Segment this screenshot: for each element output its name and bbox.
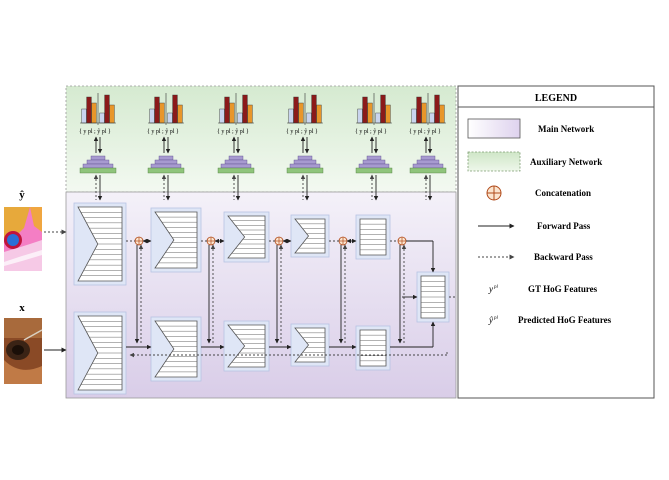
feature-map-block: [290, 323, 330, 367]
feature-map-block: [355, 214, 391, 260]
feature-map-block: [150, 316, 202, 382]
svg-text:pl: pl: [493, 285, 499, 290]
hog-histogram: { y pl ; ŷ pl }: [286, 93, 323, 135]
legend-label-gt-hog: GT HoG Features: [528, 284, 598, 294]
feature-map-block: [290, 214, 330, 258]
concatenation-icon: [486, 185, 502, 201]
auxiliary-head-pyramid: [79, 155, 117, 174]
feature-map-block: [223, 320, 270, 372]
hog-histogram: { y pl ; ŷ pl }: [217, 93, 254, 135]
legend-panel: LEGEND Main Network Auxiliary Network Co…: [457, 85, 655, 399]
legend-label-auxiliary-network: Auxiliary Network: [530, 157, 602, 167]
y-pl-symbol: y pl: [488, 284, 499, 294]
feature-map-block: [73, 202, 127, 286]
feature-map-block: [73, 311, 127, 395]
hog-label: { y pl ; ŷ pl }: [79, 129, 111, 135]
feature-map-block: [223, 211, 270, 263]
hog-label: { y pl ; ŷ pl }: [217, 129, 249, 135]
legend-label-backward-pass: Backward Pass: [534, 252, 593, 262]
segmentation-input-label: ŷ: [19, 189, 25, 201]
legend-label-concatenation: Concatenation: [535, 188, 591, 198]
hog-histogram: { y pl ; ŷ pl }: [355, 93, 392, 135]
concatenation-icon: [134, 236, 144, 246]
hog-histogram: { y pl ; ŷ pl }: [147, 93, 184, 135]
concatenation-icon: [397, 236, 407, 246]
hog-label: { y pl ; ŷ pl }: [355, 129, 387, 135]
auxiliary-network-panel: [65, 85, 457, 193]
feature-map-block: [355, 325, 391, 371]
concatenation-icon: [206, 236, 216, 246]
main-network-swatch: [467, 118, 521, 139]
image-input-label: x: [19, 302, 25, 314]
auxiliary-head-pyramid: [286, 155, 324, 174]
legend-label-forward-pass: Forward Pass: [537, 221, 591, 231]
hog-histogram: { y pl ; ŷ pl }: [409, 93, 446, 135]
auxiliary-head-pyramid: [147, 155, 185, 174]
y-hat-pl-symbol: ŷ pl: [488, 315, 499, 325]
hog-label: { y pl ; ŷ pl }: [286, 129, 318, 135]
legend-title: LEGEND: [535, 93, 577, 104]
legend-label-main-network: Main Network: [538, 124, 594, 134]
svg-text:ŷ: ŷ: [488, 315, 493, 325]
hog-label: { y pl ; ŷ pl }: [147, 129, 179, 135]
concatenation-icon: [274, 236, 284, 246]
surgical-image: [4, 318, 43, 384]
hog-histogram: { y pl ; ŷ pl }: [79, 93, 116, 135]
legend-label-predicted-hog: Predicted HoG Features: [518, 315, 612, 325]
segmentation-map-image: [4, 207, 42, 271]
auxiliary-network-swatch: [467, 151, 521, 172]
auxiliary-head-pyramid: [217, 155, 255, 174]
auxiliary-head-pyramid: [409, 155, 447, 174]
svg-text:pl: pl: [493, 316, 499, 321]
concatenation-icon: [338, 236, 348, 246]
svg-text:y: y: [488, 284, 493, 294]
feature-map-block: [416, 271, 450, 323]
hog-label: { y pl ; ŷ pl }: [409, 129, 441, 135]
feature-map-block: [150, 207, 202, 273]
auxiliary-head-pyramid: [355, 155, 393, 174]
